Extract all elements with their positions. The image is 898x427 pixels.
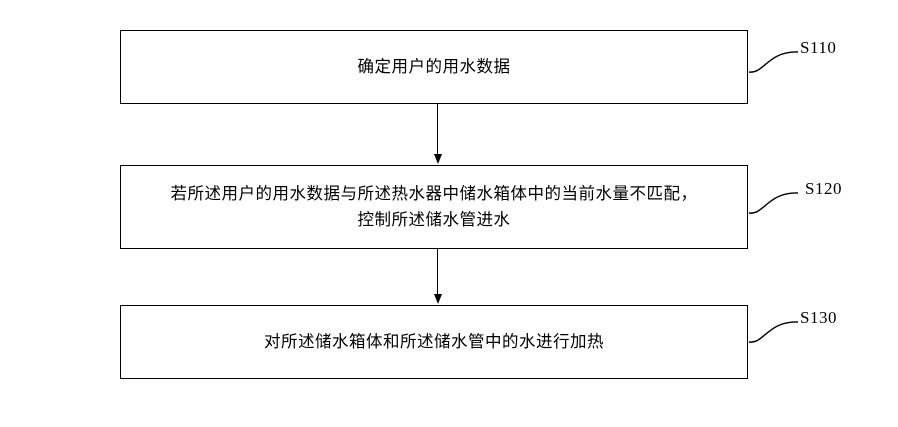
down-arrow-2: [433, 249, 442, 304]
flow-step-box-1: 确定用户的用水数据: [120, 30, 748, 104]
flow-step-box-2: 若所述用户的用水数据与所述热水器中储水箱体中的当前水量不匹配， 控制所述储水管进…: [120, 165, 748, 249]
leader-line-s130: [748, 321, 799, 343]
down-arrow-1: [433, 104, 442, 164]
down-arrow-2-shaft: [436, 249, 439, 294]
flow-step-box-3: 对所述储水箱体和所述储水管中的水进行加热: [120, 305, 748, 379]
flow-step-1-text: 确定用户的用水数据: [357, 57, 511, 76]
down-arrow-1-shaft: [436, 104, 439, 154]
down-arrow-2-head: [433, 294, 442, 304]
step-label-s110: S110: [800, 38, 837, 57]
step-label-s120: S120: [805, 179, 842, 198]
flow-step-2-text-line2: 控制所述储水管进水: [357, 210, 511, 229]
flow-step-2-text-line1: 若所述用户的用水数据与所述热水器中储水箱体中的当前水量不匹配，: [170, 184, 698, 203]
leader-line-s120: [748, 192, 799, 214]
flow-step-3-text: 对所述储水箱体和所述储水管中的水进行加热: [264, 332, 604, 351]
step-label-s130: S130: [800, 308, 837, 327]
leader-line-s110: [748, 51, 799, 73]
down-arrow-1-head: [433, 154, 442, 164]
